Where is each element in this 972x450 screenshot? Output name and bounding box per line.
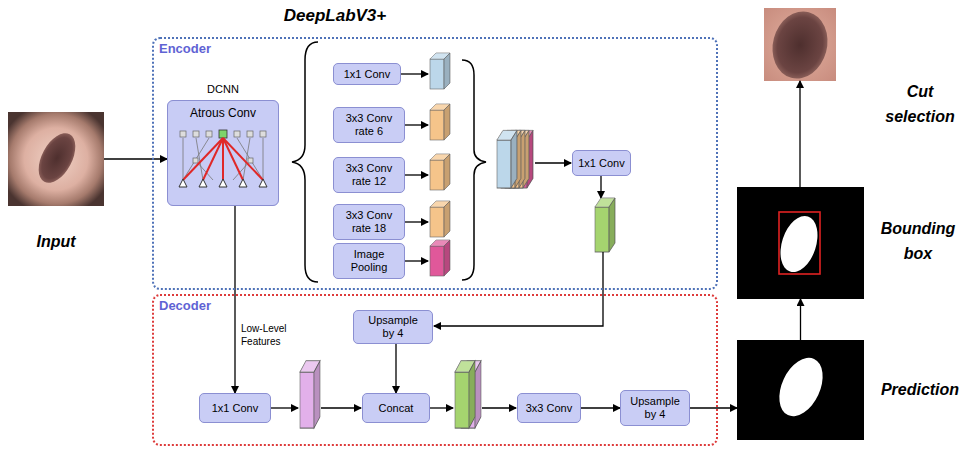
node-label: 1x1 Conv xyxy=(212,402,258,415)
node-label: Encoder xyxy=(159,41,211,56)
connector-arrow xyxy=(690,407,737,408)
node-label: Input xyxy=(0,230,114,255)
node-label: 1x1 Conv xyxy=(344,68,390,81)
connector-arrow xyxy=(234,206,235,393)
conv-box: 1x1 Conv xyxy=(572,150,631,176)
cut-image: Cut selection xyxy=(764,8,836,81)
edge-label: Low-Level Features xyxy=(241,322,301,348)
node-label: 3x3 Conv xyxy=(526,402,572,415)
node-label: Atrous Conv xyxy=(190,106,256,120)
node-label: 3x3 Conv rate 12 xyxy=(339,162,399,187)
node-label: Prediction xyxy=(874,378,966,403)
bbox-image: Bounding box xyxy=(737,187,864,299)
input-image: Input xyxy=(8,112,104,206)
encoder-region: EncoderDCNNAtrous Conv1x1 Conv3x3 Conv r… xyxy=(152,37,718,290)
concat-box: Concat xyxy=(362,393,430,423)
connector-arrow xyxy=(104,158,167,159)
connector-arrow xyxy=(799,81,800,187)
node-label: 1x1 Conv xyxy=(578,157,624,170)
node-label: 3x3 Conv rate 6 xyxy=(339,112,399,137)
prediction-image: Prediction xyxy=(737,340,864,440)
node-label: DCNN xyxy=(168,83,278,95)
connector-arrow xyxy=(581,407,620,408)
node-label: Cut selection xyxy=(870,80,970,130)
upsample-box: Upsample by 4 xyxy=(620,390,690,426)
conv-box: 3x3 Conv xyxy=(517,393,581,423)
connector-arrow xyxy=(800,299,801,340)
pooling-box: Image Pooling xyxy=(333,243,405,279)
node-label: Decoder xyxy=(159,298,211,313)
upsample-box: Upsample by 4 xyxy=(353,310,433,344)
conv-box: 3x3 Conv rate 18 xyxy=(333,204,405,240)
node-label: Concat xyxy=(379,402,414,415)
conv-box: 1x1 Conv xyxy=(199,393,271,423)
node-label: Upsample by 4 xyxy=(363,314,423,339)
connector-arrow xyxy=(395,344,396,393)
conv-box: 1x1 Conv xyxy=(333,63,401,85)
node-label: Bounding box xyxy=(870,217,966,267)
node-label: 3x3 Conv rate 18 xyxy=(339,209,399,234)
node-label: Upsample by 4 xyxy=(625,395,685,420)
conv-box: 3x3 Conv rate 6 xyxy=(333,107,405,143)
decoder-region: DecoderUpsample by 4 1x1 Conv Concat 3x3 Co… xyxy=(152,294,718,446)
conv-box: 3x3 Conv rate 12 xyxy=(333,157,405,193)
diagram-title: DeepLabV3+ xyxy=(255,6,415,26)
node-label: Image Pooling xyxy=(339,248,399,273)
dcnn-block: DCNNAtrous Conv xyxy=(167,100,279,206)
